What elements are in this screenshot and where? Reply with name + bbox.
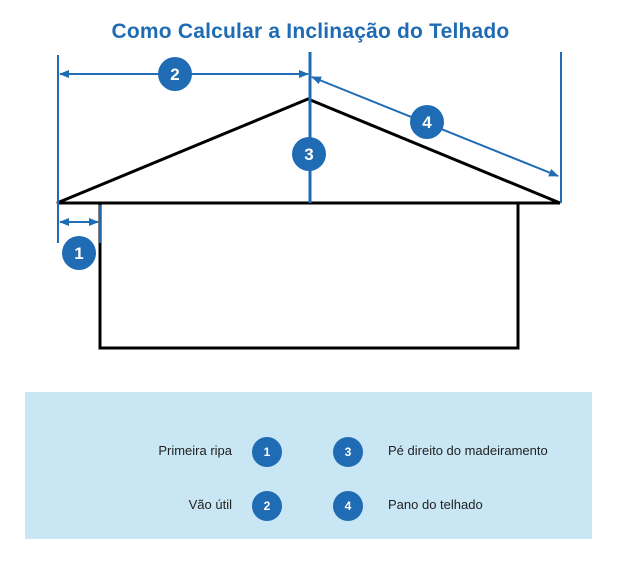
legend-badge-2: 2 bbox=[252, 491, 282, 521]
legend-badge-4: 4 bbox=[333, 491, 363, 521]
svg-text:1: 1 bbox=[74, 244, 83, 263]
legend-panel: Primeira ripa 1 Vão útil 2 3 Pé direito … bbox=[25, 392, 592, 539]
svg-text:2: 2 bbox=[170, 65, 179, 84]
legend-label-2: Vão útil bbox=[188, 497, 232, 512]
page-title: Como Calcular a Inclinação do Telhado bbox=[111, 20, 510, 43]
legend-label-3: Pé direito do madeiramento bbox=[388, 443, 548, 458]
marker-4: 4 bbox=[410, 105, 444, 139]
legend-badge-3: 3 bbox=[333, 437, 363, 467]
legend-badge-1: 1 bbox=[252, 437, 282, 467]
marker-2: 2 bbox=[158, 57, 192, 91]
svg-text:3: 3 bbox=[304, 145, 313, 164]
legend-label-1: Primeira ripa bbox=[158, 443, 232, 458]
marker-1: 1 bbox=[62, 236, 96, 270]
house-wall bbox=[98, 201, 520, 350]
svg-text:4: 4 bbox=[422, 113, 432, 132]
legend-label-4: Pano do telhado bbox=[388, 497, 483, 512]
marker-3: 3 bbox=[292, 137, 326, 171]
